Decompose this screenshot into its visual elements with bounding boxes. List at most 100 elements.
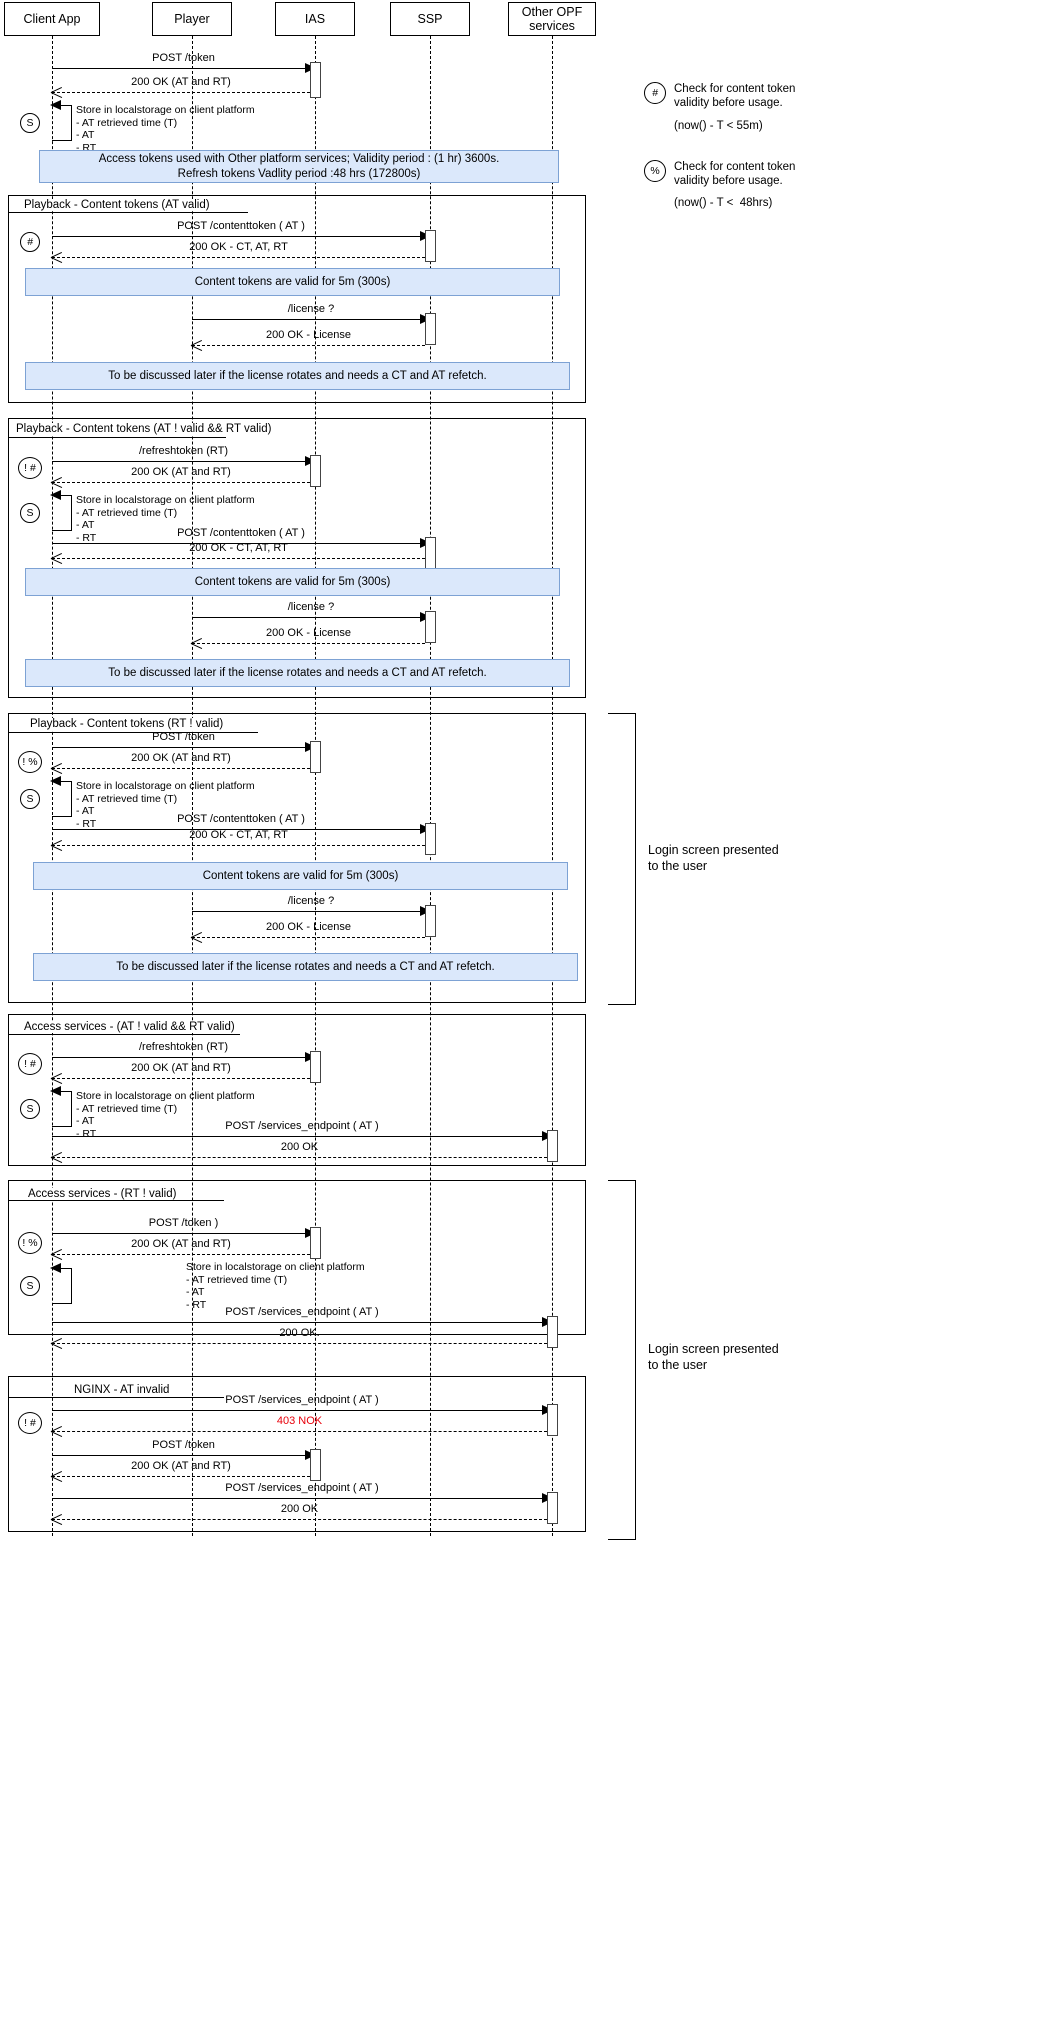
message-label: POST /contenttoken ( AT ) <box>177 813 305 825</box>
fragment-tab <box>8 732 258 733</box>
activation-opf-6b <box>547 1492 558 1524</box>
message-label: 200 OK - License <box>266 627 351 639</box>
self-message-store-3 <box>50 776 72 817</box>
message-label: /license ? <box>287 303 335 315</box>
bracket-login-screen-2 <box>608 1180 636 1540</box>
activation-ssp-1 <box>425 230 436 262</box>
activation-ias-5 <box>310 1227 321 1259</box>
note-global-token-validity: Access tokens used with Other platform s… <box>39 150 559 183</box>
message-label: POST /contenttoken ( AT ) <box>177 527 305 539</box>
self-message-store-2 <box>50 490 72 531</box>
marker-symbol: S <box>26 793 34 805</box>
message-label: /license ? <box>287 601 335 613</box>
marker-symbol: S <box>26 117 34 129</box>
activation-opf-5 <box>547 1316 558 1348</box>
message-label: 200 OK (AT and RT) <box>131 752 231 764</box>
legend-hash-line2: validity before usage. <box>674 97 783 109</box>
note-text: Access tokens used with Other platform s… <box>98 152 500 180</box>
activation-ias-3 <box>310 741 321 773</box>
participant-client-app: Client App <box>4 2 100 36</box>
message-label: 200 OK. <box>279 1327 320 1339</box>
marker-symbol: ! % <box>22 1237 38 1249</box>
participant-label: IAS <box>304 12 326 26</box>
message-label: POST /token <box>152 52 215 64</box>
message-label: 200 OK - CT, AT, RT <box>189 542 288 554</box>
store-note-text-2: Store in localstorage on client platform… <box>76 494 255 544</box>
lifeline-client-app <box>52 36 53 1536</box>
message-label: 200 OK - License <box>266 921 351 933</box>
fragment-label-6: NGINX - AT invalid <box>72 1384 172 1396</box>
marker-symbol: S <box>26 507 34 519</box>
legend-hash-formula: (now() - T < 55m) <box>674 120 763 132</box>
legend-pct-formula: (now() - T < 48hrs) <box>674 197 773 209</box>
fragment-tab <box>8 437 226 438</box>
fragment-tab-slash <box>240 1017 254 1034</box>
fragment-label-3: Playback - Content tokens (RT ! valid) <box>28 718 226 730</box>
self-message-store <box>50 100 72 141</box>
note-content-valid-2: Content tokens are valid for 5m (300s) <box>25 568 560 596</box>
activation-ssp-2 <box>425 537 436 569</box>
self-message-store-4 <box>50 1086 72 1127</box>
message-label: POST /token <box>152 1439 215 1451</box>
self-message-store-5 <box>50 1263 72 1304</box>
legend-marker-hash-icon: # <box>644 82 666 104</box>
message-label: POST /services_endpoint ( AT ) <box>225 1394 379 1406</box>
participant-label: Other OPF services <box>521 5 583 33</box>
lifeline-ias <box>315 36 316 1536</box>
participant-ssp: SSP <box>390 2 470 36</box>
message-label: 200 OK (AT and RT) <box>131 466 231 478</box>
fragment-playback-rt-invalid <box>8 713 586 1003</box>
note-text: To be discussed later if the license rot… <box>116 960 495 973</box>
note-content-valid-3: Content tokens are valid for 5m (300s) <box>33 862 568 890</box>
activation-opf-6a <box>547 1404 558 1436</box>
lifeline-player <box>192 36 193 1536</box>
fragment-tab <box>8 1397 224 1398</box>
note-text: Content tokens are valid for 5m (300s) <box>194 275 391 288</box>
fragment-label-4: Access services - (AT ! valid && RT vali… <box>22 1021 237 1033</box>
lifeline-ssp <box>430 36 431 1536</box>
activation-ssp-3 <box>425 823 436 855</box>
participant-ias: IAS <box>275 2 355 36</box>
participant-player: Player <box>152 2 232 36</box>
marker-bang-pct-5-icon: ! % <box>18 1232 42 1254</box>
note-license-rotate-3: To be discussed later if the license rot… <box>33 953 578 981</box>
activation-ssp-license-1 <box>425 313 436 345</box>
message-label: 200 OK - CT, AT, RT <box>189 829 288 841</box>
message-label: POST /services_endpoint ( AT ) <box>225 1120 379 1132</box>
marker-store-s-icon: S <box>20 113 40 133</box>
marker-symbol: # <box>27 236 33 248</box>
activation-ssp-license-2 <box>425 611 436 643</box>
note-content-valid-1: Content tokens are valid for 5m (300s) <box>25 268 560 296</box>
message-label: 200 OK (AT and RT) <box>131 1460 231 1472</box>
marker-symbol: S <box>26 1280 34 1292</box>
message-label: POST /token ) <box>148 1217 219 1229</box>
marker-symbol: ! # <box>24 1417 36 1429</box>
message-label: 200 OK (AT and RT) <box>131 76 231 88</box>
fragment-access-services-at-invalid <box>8 1014 586 1166</box>
note-text: To be discussed later if the license rot… <box>108 369 487 382</box>
store-note-text-3: Store in localstorage on client platform… <box>76 780 255 830</box>
activation-ias-6 <box>310 1449 321 1481</box>
message-label: 200 OK (AT and RT) <box>131 1062 231 1074</box>
activation-opf-4 <box>547 1130 558 1162</box>
bracket-login-screen-1 <box>608 713 636 1005</box>
message-label: POST /contenttoken ( AT ) <box>177 220 305 232</box>
message-label: 200 OK <box>280 1141 319 1153</box>
marker-bang-hash-2-icon: ! # <box>18 457 42 479</box>
fragment-playback-at-valid <box>8 195 586 403</box>
marker-symbol: ! % <box>22 756 38 768</box>
marker-store-s-2-icon: S <box>20 503 40 523</box>
message-label: 200 OK <box>280 1503 319 1515</box>
bracket-caption-2: Login screen presented to the user <box>648 1342 779 1372</box>
message-label: 200 OK (AT and RT) <box>131 1238 231 1250</box>
activation-ssp-license-3 <box>425 905 436 937</box>
fragment-nginx-at-invalid <box>8 1376 586 1532</box>
legend-pct-line2: validity before usage. <box>674 175 783 187</box>
message-label: /refreshtoken (RT) <box>138 445 229 457</box>
message-label: /license ? <box>287 895 335 907</box>
activation-ias-2 <box>310 455 321 487</box>
note-text: Content tokens are valid for 5m (300s) <box>202 869 399 882</box>
marker-store-s-4-icon: S <box>20 1099 40 1119</box>
store-note-text: Store in localstorage on client platform… <box>76 104 255 154</box>
